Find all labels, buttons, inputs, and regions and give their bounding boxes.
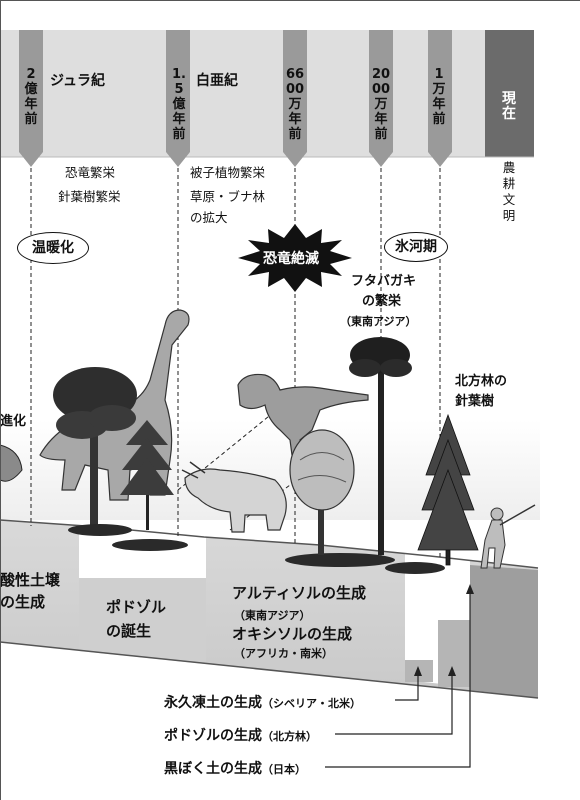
soil-podzol-birth-line1: ポドゾル [106, 598, 167, 616]
triceratops-illustration [181, 461, 287, 533]
bottom-label-kuroboku-main: 黒ぼく土の生成 [164, 761, 262, 777]
bottom-label-podzol: ポドゾルの生成（北方林） [164, 725, 317, 745]
ground-shrubs [68, 524, 445, 574]
human-figure-illustration [480, 504, 536, 569]
marker-tab-m5 [428, 30, 452, 167]
bottom-label-podzol-region: （北方林） [262, 730, 317, 743]
marker-label-m3: 6600万年前 [285, 67, 305, 142]
bottom-label-permafrost-region: （シベリア・北米） [262, 697, 361, 710]
soil-podzol-birth-line2: の誕生 [106, 622, 152, 640]
bottom-label-podzol-main: ポドゾルの生成 [164, 728, 262, 744]
bottom-label-permafrost-main: 永久凍土の生成 [164, 695, 262, 711]
event-angiosperm: 被子植物繁栄 [190, 165, 266, 180]
conifer-tree-jurassic [53, 367, 137, 525]
soil-alfisol-region: （東南アジア） [234, 609, 311, 622]
small-pine-trees [120, 420, 174, 530]
event-dipterocarp-region: （東南アジア） [340, 315, 417, 328]
marker-label-present: 現在 [502, 91, 516, 122]
marker-label-m5: 1万年前 [432, 67, 446, 127]
soil-acid-line2: の生成 [0, 593, 46, 611]
extinction-burst [238, 224, 352, 292]
marker-tab-m1 [19, 30, 43, 167]
soil-oxisol: オキシソルの生成 [232, 625, 353, 643]
bottom-label-kuroboku-region: （日本） [262, 763, 306, 776]
event-boreal-line2: 針葉樹 [455, 394, 495, 409]
era-cretaceous: 白亜紀 [196, 73, 238, 89]
soil-column-podzol [438, 620, 470, 687]
soil-acid-line1: 酸性土壌 [0, 571, 61, 589]
boreal-spruce-tree [417, 413, 479, 566]
bottom-arrows [325, 590, 471, 768]
bottom-label-permafrost: 永久凍土の生成（シベリア・北米） [164, 692, 361, 712]
soil-column-present [470, 565, 538, 698]
event-conifer-prosperity: 針葉樹繁栄 [58, 189, 121, 204]
timeline-band [0, 30, 534, 157]
marker-label-m1: 2億年前 [24, 67, 38, 127]
tyrannosaurus-illustration [237, 373, 369, 456]
event-grassland: 草原・ブナ林 [190, 189, 266, 204]
soil-oxisol-region: （アフリカ・南米） [234, 647, 333, 660]
event-ice-age-badge: 氷河期 [384, 232, 448, 262]
marker-tab-m4 [369, 30, 393, 167]
small-dinosaur-partial [0, 444, 23, 482]
event-warming-badge: 温暖化 [17, 232, 89, 264]
present-block [485, 30, 534, 157]
event-expansion: の拡大 [190, 210, 228, 225]
marker-tab-m2 [166, 30, 190, 167]
marker-label-m4: 2000万年前 [371, 67, 391, 142]
event-dinosaur-prosperity: 恐竜繁栄 [65, 165, 116, 180]
event-dipterocarp-line1: フタバガキ [351, 274, 417, 289]
dipterocarp-tree [349, 337, 412, 555]
marker-tab-m3 [283, 30, 307, 167]
event-boreal-line1: 北方林の [455, 374, 508, 389]
deciduous-tree [289, 429, 355, 555]
event-dipterocarp-line2: の繁栄 [362, 294, 402, 309]
bottom-label-kuroboku: 黒ぼく土の生成（日本） [164, 758, 306, 778]
soil-alfisol: アルティソルの生成 [232, 584, 366, 602]
event-evolution-partial: 進化 [0, 414, 27, 429]
soil-column-2 [79, 578, 206, 664]
event-extinction: 恐竜絶滅 [263, 251, 319, 267]
era-jurassic: ジュラ紀 [50, 73, 106, 89]
marker-label-m2: 1.5億年前 [172, 67, 186, 142]
event-agriculture: 農耕文明 [502, 160, 516, 223]
